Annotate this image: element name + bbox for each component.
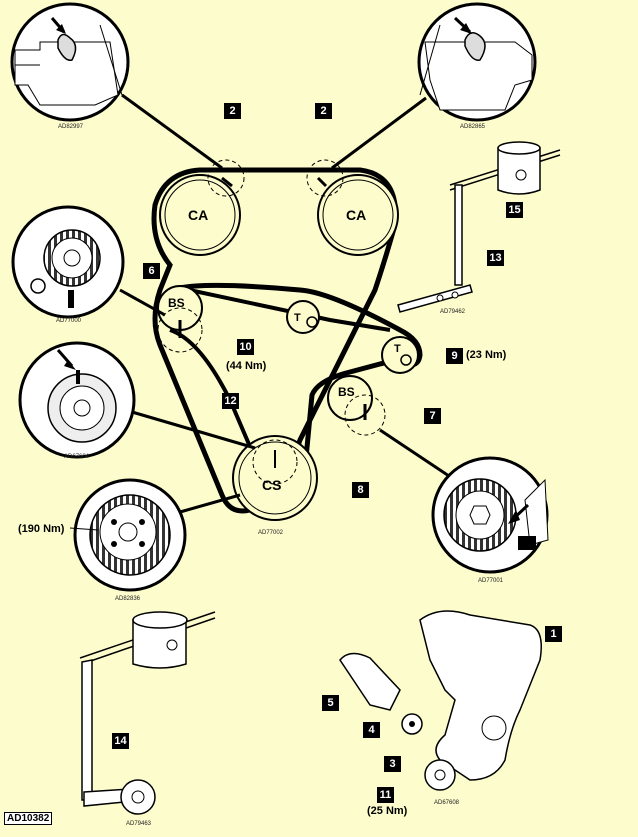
detail-crank-gear: AD82836: [73, 478, 187, 602]
ref-tool-top: AD79462: [440, 309, 466, 315]
callout-2: 2: [224, 103, 241, 119]
leader-line: [331, 96, 427, 170]
torque-tensioner-right: (23 Nm): [466, 349, 507, 361]
callout-9: 9: [446, 348, 463, 364]
callout-13: 13: [487, 250, 504, 266]
ref-top-left: AD82997: [58, 124, 84, 130]
torque-tensioner-lower: (44 Nm): [226, 360, 267, 372]
callout-4: 4: [363, 722, 380, 738]
callout-1: 1: [545, 626, 562, 642]
ref-right-sprocket: AD77001: [478, 578, 504, 584]
ref-left-pulley: AD67604: [64, 454, 90, 460]
leader-line: [379, 428, 453, 480]
leader-line: [179, 493, 241, 514]
callout-11: 11: [377, 787, 394, 803]
tensioner-label: T: [294, 312, 301, 324]
timing-mark-circle: [306, 159, 344, 197]
callout-14: 14: [112, 733, 129, 749]
camshaft-label: CA: [188, 207, 208, 223]
timing-cover: AD67608: [339, 610, 542, 806]
callout-2: 2: [315, 103, 332, 119]
torque-cover-bolt: (25 Nm): [367, 805, 408, 817]
tensioner-pulley: T: [286, 300, 320, 334]
ref-tool-bottom: AD79463: [126, 821, 152, 827]
callout-7: 7: [424, 408, 441, 424]
callout-5: 5: [322, 695, 339, 711]
balancer-belt: [179, 282, 423, 512]
torque-crank-pulley: (190 Nm): [18, 523, 65, 535]
leader-line: [131, 410, 256, 450]
detail-camshaft-mark-right: AD82865: [417, 2, 537, 130]
camshaft-label: CA: [346, 207, 366, 223]
callout-10: 10: [237, 339, 254, 355]
leader-line: [121, 93, 223, 170]
balancer-belt-upper: [179, 286, 391, 332]
ref-top-right: AD82865: [460, 124, 486, 130]
callout-3: 3: [384, 756, 401, 772]
balancer-shaft-label: BS: [338, 385, 355, 399]
crankshaft-sprocket: CS AD77002: [232, 435, 318, 536]
timing-mark-circle: [207, 159, 245, 197]
tensioner-pulley-right: T: [381, 336, 419, 374]
locking-tool-lower: AD79463: [79, 611, 216, 827]
leader-line: [119, 288, 166, 317]
ref-left-sprocket: AD77000: [56, 318, 82, 324]
detail-right-sprocket: AD77001: [431, 456, 549, 584]
camshaft-sprocket-left: CA: [159, 174, 241, 256]
balancer-shaft-label: BS: [168, 296, 185, 310]
camshaft-sprocket-right: CA: [317, 174, 399, 256]
balancer-shaft-upper: BS: [157, 285, 203, 353]
tensioner-label: T: [394, 343, 401, 355]
crankshaft-label: CS: [262, 477, 281, 493]
callout-12: 12: [222, 393, 239, 409]
ref-center: AD77002: [258, 530, 284, 536]
figure-id: AD10382: [4, 812, 53, 825]
detail-pulley-mark: AD67604: [18, 341, 136, 460]
callout-15: 15: [506, 202, 523, 218]
balancer-shaft-lower: BS: [327, 375, 386, 436]
detail-camshaft-mark-left: AD82997: [10, 2, 130, 130]
callout-8: 8: [352, 482, 369, 498]
detail-balancer-sprocket: AD77000: [11, 205, 125, 324]
ref-crank-gear: AD82836: [115, 596, 141, 602]
callout-6: 6: [143, 263, 160, 279]
ref-cover-small: AD67608: [434, 800, 460, 806]
locking-tool-upper: AD79462: [397, 141, 561, 315]
